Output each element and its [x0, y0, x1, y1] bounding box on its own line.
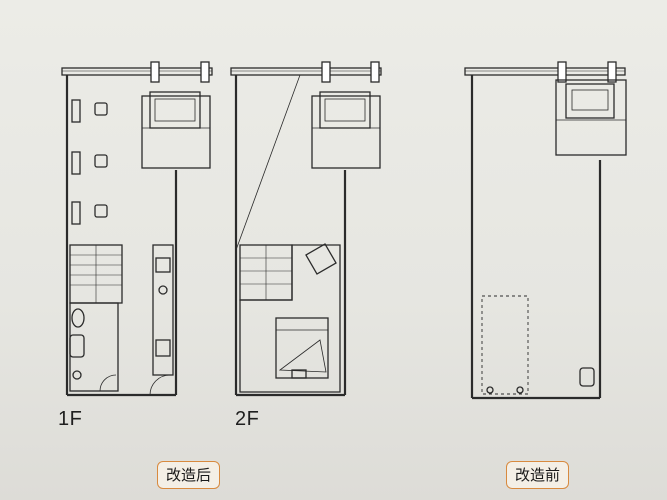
plan-2f-armchair: [305, 243, 337, 275]
plan-before-column-right: [607, 61, 617, 83]
plan-before-dashed-area: [481, 295, 529, 395]
plan-2f-staircase: [239, 244, 293, 301]
plan-before-column-left: [557, 61, 567, 83]
plan-before-top-window-strip: [464, 67, 626, 76]
plan-before: [464, 61, 627, 400]
plan-before-ac-unit: [565, 83, 615, 119]
plan-1f-column-right: [200, 61, 210, 83]
plan-2f-top-window-strip: [230, 67, 382, 76]
plan-1f-column-left: [150, 61, 160, 83]
plan-1f-top-window-strip: [61, 67, 213, 76]
plan-1f-desks: [71, 99, 108, 225]
plan-2f-column-left: [321, 61, 331, 83]
plan-1f-kitchen: [149, 244, 174, 396]
plan-2f: [230, 61, 382, 397]
tag-after-renovation: 改造后: [157, 461, 221, 489]
plan-2f-bed: [275, 317, 329, 379]
plan-1f-balcony: [141, 95, 211, 169]
plan-1f-bathroom: [69, 302, 119, 392]
plan-2f-ac-unit: [319, 91, 371, 129]
plan-1f-staircase: [69, 244, 123, 304]
plan-1f-ac-unit: [149, 91, 201, 129]
plan-2f-column-right: [370, 61, 380, 83]
plan-2f-void-line: [235, 74, 301, 251]
tag-before-renovation: 改造前: [506, 461, 570, 489]
plan-1f: [61, 61, 213, 397]
floor-label-2f: 2F: [235, 408, 260, 430]
plan-before-balcony: [555, 79, 627, 156]
floor-label-1f: 1F: [58, 408, 83, 430]
plan-before-fixture: [579, 367, 595, 387]
plan-2f-balcony: [311, 95, 381, 169]
